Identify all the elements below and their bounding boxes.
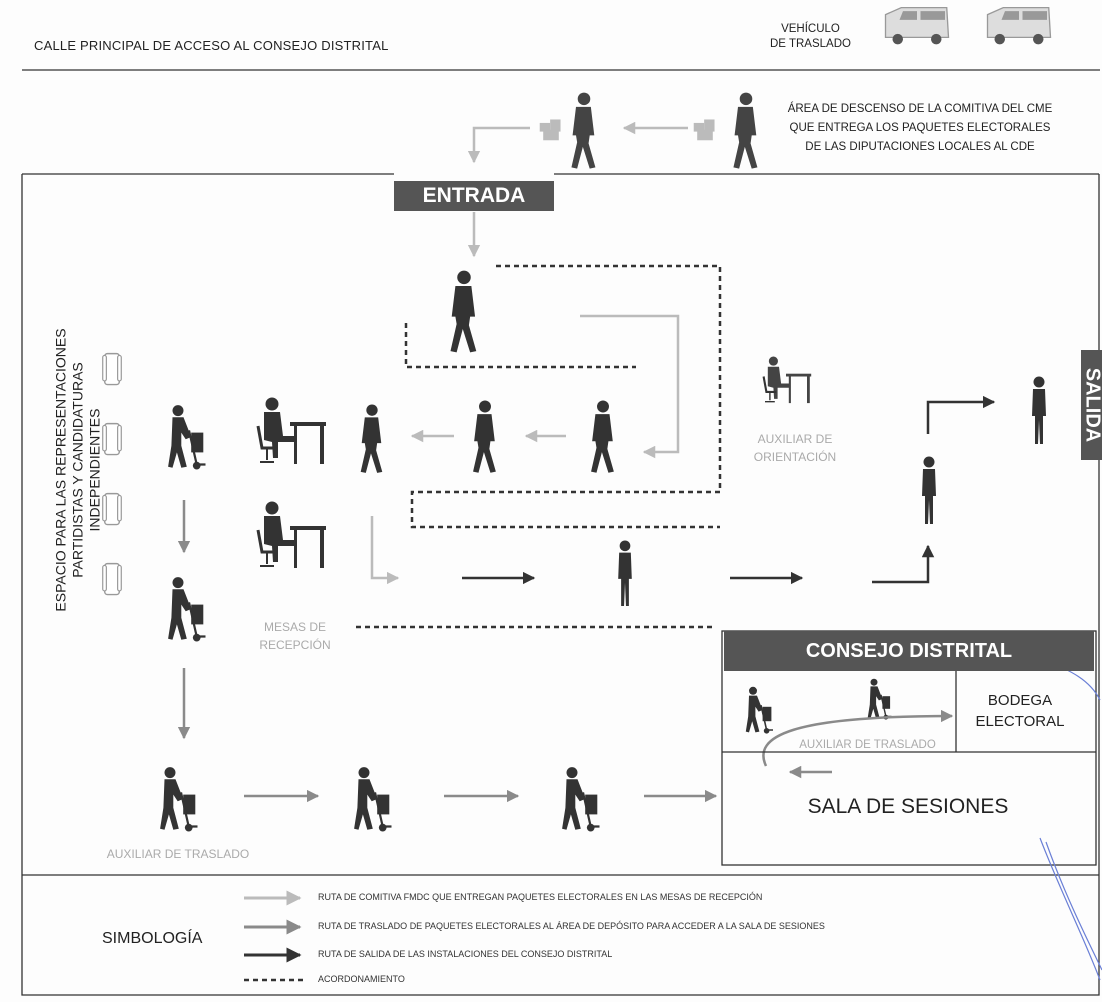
reception-desk-staff-icon: [256, 500, 328, 570]
commission-member-icon: [1032, 376, 1046, 444]
transfer-assistant-icon: [166, 576, 207, 642]
street-label: CALLE PRINCIPAL DE ACCESO AL CONSEJO DIS…: [34, 38, 389, 53]
commission-walker-icon: [450, 270, 477, 353]
reception-desks-label: MESAS DE RECEPCIÓN: [225, 618, 365, 654]
commission-member-icon: [618, 540, 632, 607]
legend-item-exit-route: RUTA DE SALIDA DE LAS INSTALACIONES DEL …: [318, 949, 613, 959]
commission-walker-icon: [360, 404, 383, 473]
transfer-assistant-icon: [866, 678, 893, 720]
entrance-label: ENTRADA: [394, 181, 554, 211]
transfer-assistant-inner-label: AUXILIAR DE TRASLADO: [799, 739, 936, 751]
transfer-assistant-icon: [352, 766, 393, 832]
representatives-space-line: ESPACIO PARA LAS REPRESENTACIONES: [52, 328, 69, 612]
electoral-package-icon: [693, 119, 715, 141]
electoral-package-icon: [539, 119, 561, 141]
orientation-assistant-line: AUXILIAR DE: [757, 432, 833, 446]
transfer-assistant-icon: [744, 686, 774, 734]
commission-route-arrow: [580, 314, 680, 459]
representatives-space-label: ESPACIO PARA LAS REPRESENTACIONES PARTID…: [53, 310, 104, 630]
reception-desks-line: MESAS DE: [263, 620, 326, 634]
exit-label-text: SALIDA: [1081, 367, 1102, 443]
exit-route-arrow: [872, 544, 935, 584]
cordon-line: [404, 323, 636, 369]
session-room-label: SALA DE SESIONES: [807, 795, 1009, 818]
warehouse-line: BODEGA: [987, 692, 1053, 709]
transfer-route-arrow: [762, 709, 954, 767]
legend-title: SIMBOLOGÍA: [102, 930, 203, 947]
transfer-assistant-icon: [166, 404, 207, 470]
exit-label: SALIDA: [1081, 350, 1102, 460]
descent-route-arrow: [467, 126, 530, 164]
orientation-assistant-icon: [762, 355, 813, 405]
legend-item-commission-route: RUTA DE COMITIVA FMDC QUE ENTREGAN PAQUE…: [318, 892, 763, 902]
commission-member-icon: [922, 456, 936, 524]
commission-route-arrow: [370, 516, 400, 585]
transfer-assistant-icon: [158, 766, 199, 832]
vehicle-label: VEHÍCULO DE TRASLADO: [770, 22, 851, 52]
legend-item-cordon: ACORDONAMIENTO: [318, 974, 405, 984]
reception-desk-staff-icon: [256, 396, 328, 466]
representatives-space-line: INDEPENDIENTES: [86, 408, 103, 532]
commission-walker-icon: [571, 92, 596, 169]
representative-chair-icon: [102, 422, 122, 456]
descent-area-line: QUE ENTREGA LOS PAQUETES ELECTORALES: [789, 122, 1051, 134]
legend-item-transfer-route: RUTA DE TRASLADO DE PAQUETES ELECTORALES…: [318, 921, 825, 931]
transfer-assistant-icon: [560, 766, 601, 832]
representative-chair-icon: [102, 492, 122, 526]
warehouse-line: ELECTORAL: [975, 713, 1065, 730]
representative-chair-icon: [102, 562, 122, 596]
descent-area-line: DE LAS DIPUTACIONES LOCALES AL CDE: [805, 141, 1035, 153]
warehouse-label: BODEGA ELECTORAL: [960, 690, 1080, 732]
exit-route-arrow: [926, 395, 996, 434]
orientation-assistant-line: ORIENTACIÓN: [753, 450, 837, 464]
vehicle-label-line: DE TRASLADO: [770, 38, 851, 50]
vehicle-label-line: VEHÍCULO: [781, 23, 840, 35]
transfer-assistant-label: AUXILIAR DE TRASLADO: [106, 847, 250, 861]
representatives-space-line: PARTIDISTAS Y CANDIDATURAS: [69, 362, 86, 578]
reception-desks-line: RECEPCIÓN: [259, 638, 331, 652]
descent-area-label: ÁREA DE DESCENSO DE LA COMITIVA DEL CME …: [760, 100, 1080, 157]
cordon-line: [410, 264, 722, 529]
orientation-assistant-label: AUXILIAR DE ORIENTACIÓN: [725, 430, 865, 466]
transfer-van-icon: [884, 6, 950, 46]
commission-walker-icon: [473, 400, 496, 473]
representative-chair-icon: [102, 352, 122, 386]
descent-area-line: ÁREA DE DESCENSO DE LA COMITIVA DEL CME: [787, 103, 1053, 115]
district-council-label: CONSEJO DISTRITAL: [724, 631, 1094, 671]
commission-walker-icon: [733, 92, 758, 169]
building-outline: [21, 173, 1100, 996]
transfer-van-icon: [986, 6, 1052, 46]
commission-walker-icon: [591, 400, 614, 473]
